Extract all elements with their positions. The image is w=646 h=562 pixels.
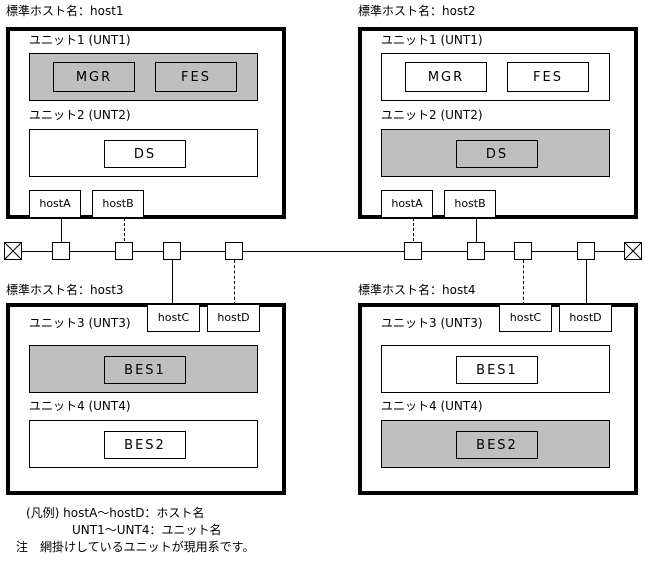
bus-node-2 — [115, 242, 133, 260]
host4-component-bes1: BES1 — [456, 356, 538, 384]
host2-unit2-body — [381, 129, 610, 177]
legend-line-1: (凡例) hostA〜hostD：ホスト名 — [26, 506, 205, 520]
bus-terminator-left — [4, 242, 22, 260]
host3-unit4-label: ユニット4 (UNT4) — [29, 399, 131, 413]
host2-title: 標準ホスト名：host2 — [358, 4, 476, 18]
link-host4-hostC — [523, 260, 524, 305]
host1-hostname-hostB: hostB — [92, 190, 144, 218]
link-host3-hostD — [234, 260, 235, 305]
bus-node-4 — [225, 242, 243, 260]
host4-component-bes2: BES2 — [456, 431, 538, 459]
host2-component-mgr: MGR — [405, 62, 487, 92]
host1-component-ds: DS — [104, 140, 186, 168]
bus-node-1 — [52, 242, 70, 260]
link-host1-hostB — [124, 218, 125, 251]
host3-unit4-body — [29, 420, 258, 468]
terminator-cross-icon — [5, 243, 21, 259]
host1-title: 標準ホスト名：host1 — [6, 4, 124, 18]
host4-title: 標準ホスト名：host4 — [358, 283, 476, 297]
host1-unit1-body — [29, 53, 258, 101]
host3-component-bes2: BES2 — [104, 431, 186, 459]
host4-hostname-hostD: hostD — [559, 304, 612, 332]
host4-unit3-label: ユニット3 (UNT3) — [381, 316, 483, 330]
host4-unit4-label: ユニット4 (UNT4) — [381, 399, 483, 413]
host1-unit1-label: ユニット1 (UNT1) — [29, 33, 131, 47]
host2-unit2-label: ユニット2 (UNT2) — [381, 108, 483, 122]
bus-node-3 — [163, 242, 181, 260]
host2-hostname-hostB: hostB — [444, 190, 496, 218]
host3-hostname-hostC: hostC — [147, 304, 200, 332]
host3-unit3-label: ユニット3 (UNT3) — [29, 316, 131, 330]
link-host1-hostA — [61, 218, 62, 251]
legend-note: 注 網掛けしているユニットが現用系です。 — [16, 540, 255, 554]
host2-unit1-label: ユニット1 (UNT1) — [381, 33, 483, 47]
host1-unit2-label: ユニット2 (UNT2) — [29, 108, 131, 122]
link-host2-hostA — [413, 218, 414, 251]
host3-unit3-body — [29, 345, 258, 393]
host2-component-ds: DS — [456, 140, 538, 168]
bus-node-6 — [467, 242, 485, 260]
host2-hostname-hostA: hostA — [381, 190, 433, 218]
link-host4-hostD — [586, 260, 587, 305]
host4-unit3-body — [381, 345, 610, 393]
host3-component-bes1: BES1 — [104, 356, 186, 384]
host1-hostname-hostA: hostA — [29, 190, 81, 218]
host4-unit4-body — [381, 420, 610, 468]
host2-unit1-body — [381, 53, 610, 101]
legend-line-2: UNT1〜UNT4：ユニット名 — [72, 523, 222, 537]
link-host2-hostB — [476, 218, 477, 251]
bus-node-8 — [577, 242, 595, 260]
terminator-cross-icon — [625, 243, 641, 259]
host3-hostname-hostD: hostD — [207, 304, 260, 332]
link-host3-hostC — [172, 260, 173, 305]
host1-component-mgr: MGR — [53, 62, 135, 92]
network-bus-line — [13, 251, 637, 252]
host4-hostname-hostC: hostC — [499, 304, 552, 332]
bus-terminator-right — [624, 242, 642, 260]
host1-component-fes: FES — [155, 62, 237, 92]
bus-node-7 — [514, 242, 532, 260]
host2-component-fes: FES — [507, 62, 589, 92]
host3-title: 標準ホスト名：host3 — [6, 283, 124, 297]
host1-unit2-body — [29, 129, 258, 177]
bus-node-5 — [404, 242, 422, 260]
